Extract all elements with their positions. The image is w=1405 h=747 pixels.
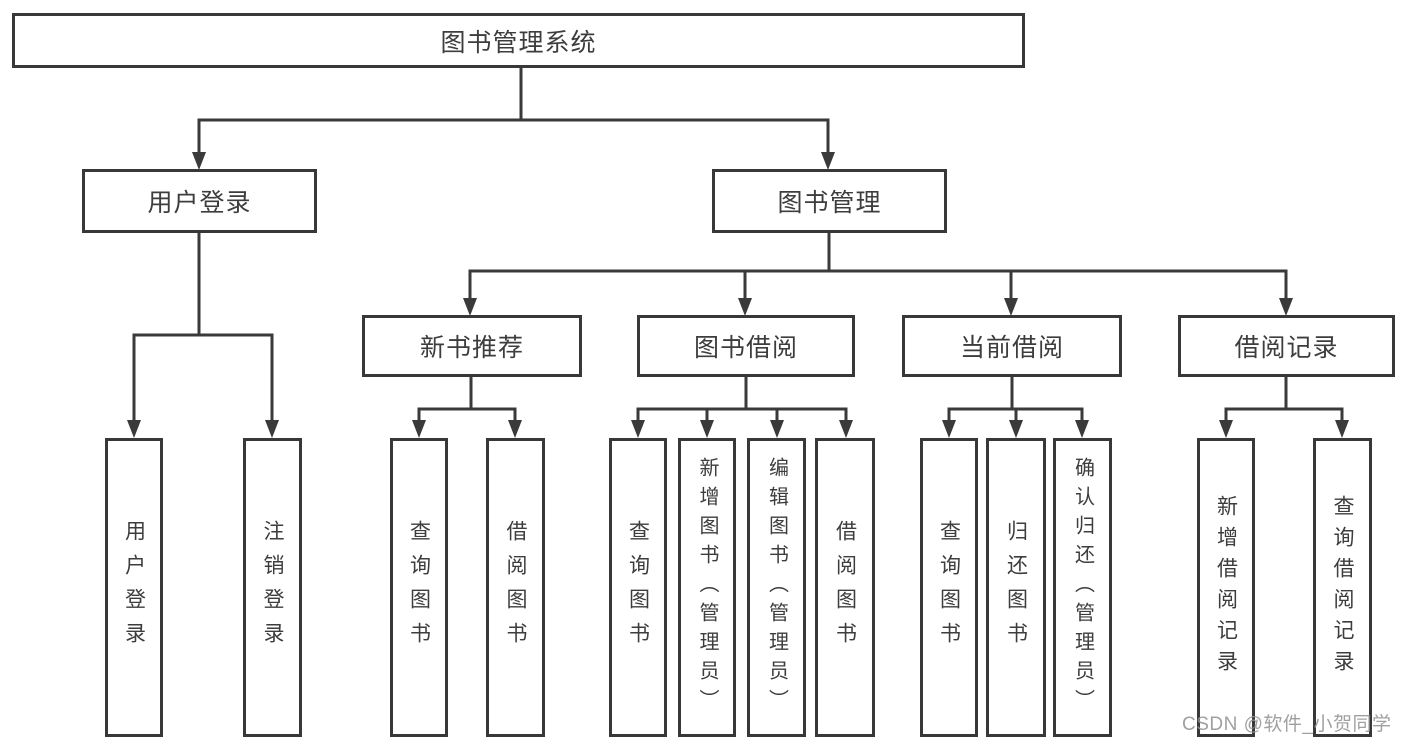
node-label: 新增借阅记录	[1214, 494, 1238, 681]
leaf-add-borrow-record: 新增借阅记录	[1197, 438, 1255, 737]
node-label: 编辑图书（管理员）	[765, 457, 788, 718]
arrowhead	[1004, 298, 1018, 316]
arrowhead	[1075, 420, 1089, 438]
leaf-confirm-return-admin: 确认归还（管理员）	[1053, 438, 1112, 737]
node-label: 当前借阅	[959, 334, 1064, 362]
leaf-borrow-books-borrow: 借阅图书	[815, 438, 875, 737]
node-label: 新增图书（管理员）	[696, 457, 718, 718]
arrowhead	[265, 420, 279, 438]
arrowhead	[412, 420, 426, 438]
leaf-logout: 注销登录	[243, 438, 302, 737]
node-label: 用户登录	[147, 189, 252, 217]
node-label: 确认归还（管理员）	[1071, 457, 1094, 718]
node-library-management-system: 图书管理系统	[12, 13, 1025, 68]
leaf-query-books-recommend: 查询图书	[390, 438, 448, 737]
arrowhead	[839, 420, 853, 438]
node-label: 注销登录	[261, 519, 284, 656]
leaf-return-books: 归还图书	[986, 438, 1046, 737]
node-label: 查询图书	[407, 519, 431, 656]
node-current-borrowing: 当前借阅	[902, 315, 1122, 377]
arrowhead	[1009, 420, 1023, 438]
arrowhead	[770, 420, 784, 438]
arrowhead	[738, 298, 752, 316]
arrowhead	[127, 420, 141, 438]
node-label: 图书管理	[777, 189, 882, 217]
node-new-book-recommendation: 新书推荐	[362, 315, 582, 377]
leaf-edit-book-admin: 编辑图书（管理员）	[747, 438, 806, 737]
arrowheads	[127, 152, 1349, 438]
node-borrowing-records: 借阅记录	[1178, 315, 1395, 377]
arrowhead	[508, 420, 522, 438]
node-label: 借阅图书	[833, 519, 857, 656]
node-label: 图书借阅	[693, 334, 798, 362]
node-label: 图书管理系统	[440, 28, 597, 57]
leaf-borrow-books-recommend: 借阅图书	[486, 438, 545, 737]
arrowhead	[192, 152, 206, 170]
node-label: 新书推荐	[419, 334, 524, 362]
node-book-management: 图书管理	[712, 169, 947, 233]
leaf-add-book-admin: 新增图书（管理员）	[678, 438, 736, 737]
leaf-user-login: 用户登录	[105, 438, 163, 737]
arrowhead	[942, 420, 956, 438]
leaf-query-books-borrow: 查询图书	[609, 438, 667, 737]
leaf-query-books-current: 查询图书	[920, 438, 978, 737]
node-book-borrowing: 图书借阅	[637, 315, 855, 377]
node-user-login: 用户登录	[82, 169, 317, 233]
node-label: 查询图书	[937, 519, 961, 656]
arrowhead	[700, 420, 714, 438]
node-label: 查询借阅记录	[1331, 494, 1354, 681]
arrowhead	[463, 298, 477, 316]
arrowhead	[821, 152, 835, 170]
arrowhead	[1335, 420, 1349, 438]
arrowhead	[1219, 420, 1233, 438]
csdn-watermark: CSDN @软件_小贺同学	[1182, 714, 1392, 735]
node-label: 借阅图书	[504, 519, 527, 656]
leaf-query-borrow-record: 查询借阅记录	[1313, 438, 1372, 737]
arrowhead	[1279, 298, 1293, 316]
arrowhead	[631, 420, 645, 438]
node-label: 借阅记录	[1234, 334, 1339, 362]
node-label: 用户登录	[122, 519, 146, 656]
node-label: 归还图书	[1004, 519, 1028, 656]
node-label: 查询图书	[626, 519, 650, 656]
